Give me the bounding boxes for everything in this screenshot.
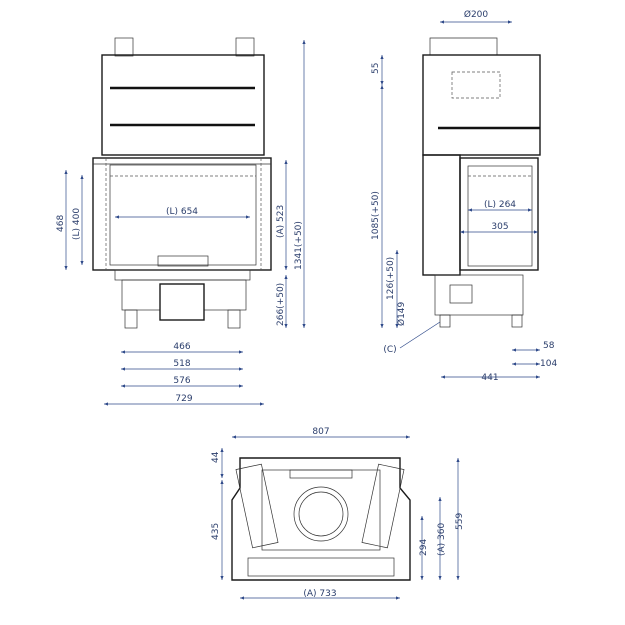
dim-l654: (L) 654 [166,207,198,217]
plan-side-glass-right [361,463,405,549]
side-view [422,37,541,328]
dim-441: 441 [481,373,498,383]
callout-c-leader [399,321,441,349]
side-leg-front [439,314,451,328]
dim-58: 58 [543,341,555,351]
front-leg-right [227,309,241,329]
dim-d200: Ø200 [464,9,489,20]
dim-126: 126(+50) [386,257,396,300]
dim-1085: 1085(+50) [371,191,381,240]
side-leg-rear [511,314,523,328]
front-dimensions: 466 518 576 729 (L) 654 1341(+50) (A) 52… [56,40,306,406]
plan-flue-outlet-inner [298,491,344,537]
side-base [434,274,524,316]
dim-a733: (A) 733 [303,589,336,599]
front-hood [101,54,265,156]
side-hood [422,54,541,156]
dim-468: 468 [56,215,66,232]
dim-l264: (L) 264 [484,200,516,210]
plan-flue-plate [289,469,353,479]
plan-flue-outlet-outer [293,486,349,542]
dim-466: 466 [173,342,190,352]
dim-a523: (A) 523 [276,205,286,238]
dim-729: 729 [175,394,192,404]
front-base-rail [114,269,251,281]
dim-576: 576 [173,376,190,386]
front-view [92,37,272,329]
side-air-inlet [449,284,473,304]
dim-55: 55 [371,63,381,74]
dim-a360: (A) 360 [437,523,447,556]
plan-view [231,457,411,581]
side-firebox [459,157,539,271]
side-flue-collar [429,37,498,55]
front-air-box [159,283,205,321]
front-ash-lip [157,255,209,267]
side-dimensions: Ø200 55 1085(+50) 126(+50) Ø149 (C) (L) … [371,9,557,383]
dim-44: 44 [211,451,221,463]
lifting-handle-left [114,37,134,57]
dim-1341: 1341(+50) [294,221,304,270]
dim-294: 294 [419,539,429,556]
dim-807: 807 [312,427,329,437]
plan-outline [231,457,411,581]
dim-518: 518 [173,359,190,369]
dim-l400: (L) 400 [72,208,82,240]
plan-dimensions: 807 (A) 733 44 435 294 (A) 360 559 [211,427,465,600]
dim-305: 305 [491,222,508,232]
side-frame-column [422,154,461,276]
dim-559: 559 [455,513,465,530]
front-glass-panel [109,164,257,266]
front-leg-left [124,309,138,329]
plan-front-rail [247,557,395,577]
plan-side-glass-left [235,463,279,549]
dim-435: 435 [211,523,221,540]
side-flue-hidden [451,71,501,99]
dim-266: 266(+50) [276,283,286,326]
dim-d149: Ø149 [396,301,407,326]
dim-104: 104 [540,359,557,369]
lifting-handle-right [235,37,255,57]
side-glass-panel [467,165,533,267]
callout-c: (C) [383,345,396,355]
plan-firebox [261,469,381,551]
